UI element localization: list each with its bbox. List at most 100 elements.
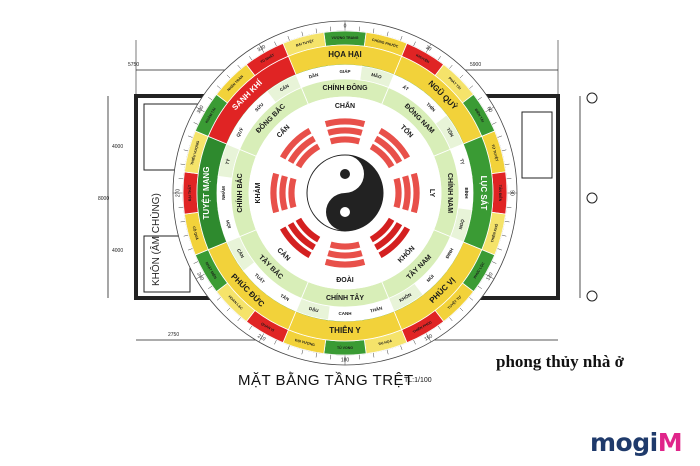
degree-label: 210: [256, 333, 266, 342]
degree-tick: [180, 163, 186, 166]
trigram-bar: [409, 171, 421, 215]
degree-tick: [459, 74, 464, 79]
degree-label: 60: [485, 106, 493, 114]
degree-tick: [491, 122, 497, 125]
degree-tick: [425, 333, 432, 343]
branch-label: DẬU: [308, 305, 319, 313]
degree-tick: [468, 85, 474, 90]
degree-tick: [477, 97, 482, 101]
trigram-bar: [328, 135, 362, 146]
trigram-bar: [392, 176, 403, 210]
degree-tick: [504, 163, 510, 166]
degree-tick: [468, 296, 474, 301]
branch-label: CẤN: [278, 82, 289, 92]
degree-label: 0: [344, 23, 347, 29]
degree-tick: [315, 352, 318, 358]
degree-tick: [226, 307, 231, 312]
branch-label: ẤT: [402, 83, 410, 91]
trigram-bar: [401, 174, 412, 212]
degree-tick: [485, 273, 495, 280]
fortune-label: TỦ VONG: [337, 345, 353, 350]
degree-tick: [183, 234, 189, 237]
degree-tick: [216, 85, 222, 90]
branch-label: NGỌ: [458, 218, 466, 230]
trigram-bar: [377, 225, 412, 260]
fortune-label: QUAN VỊ: [260, 322, 275, 333]
degree-tick: [180, 220, 186, 223]
trigram-bar: [278, 174, 289, 212]
branch-label: QUÝ: [234, 126, 244, 137]
fortune-label: BẠI TUYỆT: [295, 38, 315, 48]
trigram-bar: [294, 142, 322, 170]
degree-tick: [497, 248, 503, 251]
degree-tick: [216, 296, 222, 301]
fortune-label: THIÊN KHỐ: [489, 223, 499, 243]
direction-label: CHÍNH ĐÔNG: [322, 83, 368, 92]
degree-tick: [400, 345, 403, 351]
degree-tick: [501, 149, 507, 152]
direction-label: CHÍNH NAM: [446, 173, 455, 213]
degree-tick: [413, 339, 416, 345]
degree-tick: [249, 56, 253, 61]
degree-tick: [315, 28, 318, 34]
degree-tick: [437, 325, 441, 330]
degree-tick: [208, 285, 213, 289]
branch-label: NHÂM: [220, 186, 226, 200]
grid-marker: [586, 92, 598, 104]
degree-label: 120: [485, 271, 494, 281]
star-label: LỤC SÁT: [479, 176, 488, 211]
degree-label: 150: [424, 333, 434, 342]
trigram-bar: [286, 221, 317, 252]
fortune-label: TỬ TUYỆT: [491, 144, 501, 163]
degree-tick: [497, 135, 503, 138]
trigram-label: LY: [428, 189, 435, 198]
degree-tick: [425, 43, 432, 53]
plan-caption: MẶT BẰNG TẦNG TRỆT: [238, 372, 414, 389]
degree-label: 270: [175, 189, 181, 198]
trigram-bar: [326, 249, 364, 260]
branch-label: CÀN: [236, 247, 246, 258]
degree-tick: [504, 220, 510, 223]
degree-tick: [193, 261, 199, 264]
logo-text: mogi: [590, 428, 658, 457]
fortune-label: VƯỢNG TRANG: [332, 36, 359, 40]
degree-tick: [258, 333, 265, 343]
degree-tick: [386, 349, 389, 355]
degree-label: 330: [257, 44, 267, 53]
degree-label: 180: [341, 357, 350, 363]
branch-label: HỢI: [225, 220, 232, 229]
grid-marker: [586, 192, 598, 204]
dimension-label: 8000: [98, 196, 109, 202]
degree-tick: [226, 74, 231, 79]
trigram-label: KHẢM: [253, 182, 262, 203]
branch-label: DẦN: [308, 71, 319, 79]
trigram-bar: [326, 126, 364, 137]
degree-tick: [287, 35, 290, 41]
degree-tick: [485, 106, 495, 113]
degree-tick: [193, 122, 199, 125]
plan-scale: TL:1/100: [404, 377, 432, 384]
trigram-bar: [278, 225, 313, 260]
direction-label: CHÍNH BẮC: [235, 173, 244, 212]
degree-tick: [413, 41, 416, 47]
degree-tick: [301, 349, 304, 355]
degree-label: 240: [195, 272, 204, 282]
branch-label: THÂN: [369, 305, 383, 314]
branch-label: ĐINH: [445, 247, 455, 259]
star-label: HỌA HẠI: [328, 50, 361, 59]
trigram-label: ĐOÀI: [336, 275, 354, 284]
branch-label: GIÁP: [339, 68, 350, 74]
degree-tick: [448, 316, 453, 322]
degree-tick: [400, 35, 403, 41]
trigram-bar: [373, 221, 404, 252]
degree-tick: [187, 248, 193, 251]
branch-label: TỐN: [446, 126, 456, 137]
degree-tick: [477, 285, 482, 289]
trigram-bar: [286, 134, 317, 165]
degree-tick: [237, 316, 242, 322]
degree-tick: [386, 31, 389, 37]
degree-tick: [237, 64, 242, 70]
logo-mark: M: [657, 428, 683, 457]
